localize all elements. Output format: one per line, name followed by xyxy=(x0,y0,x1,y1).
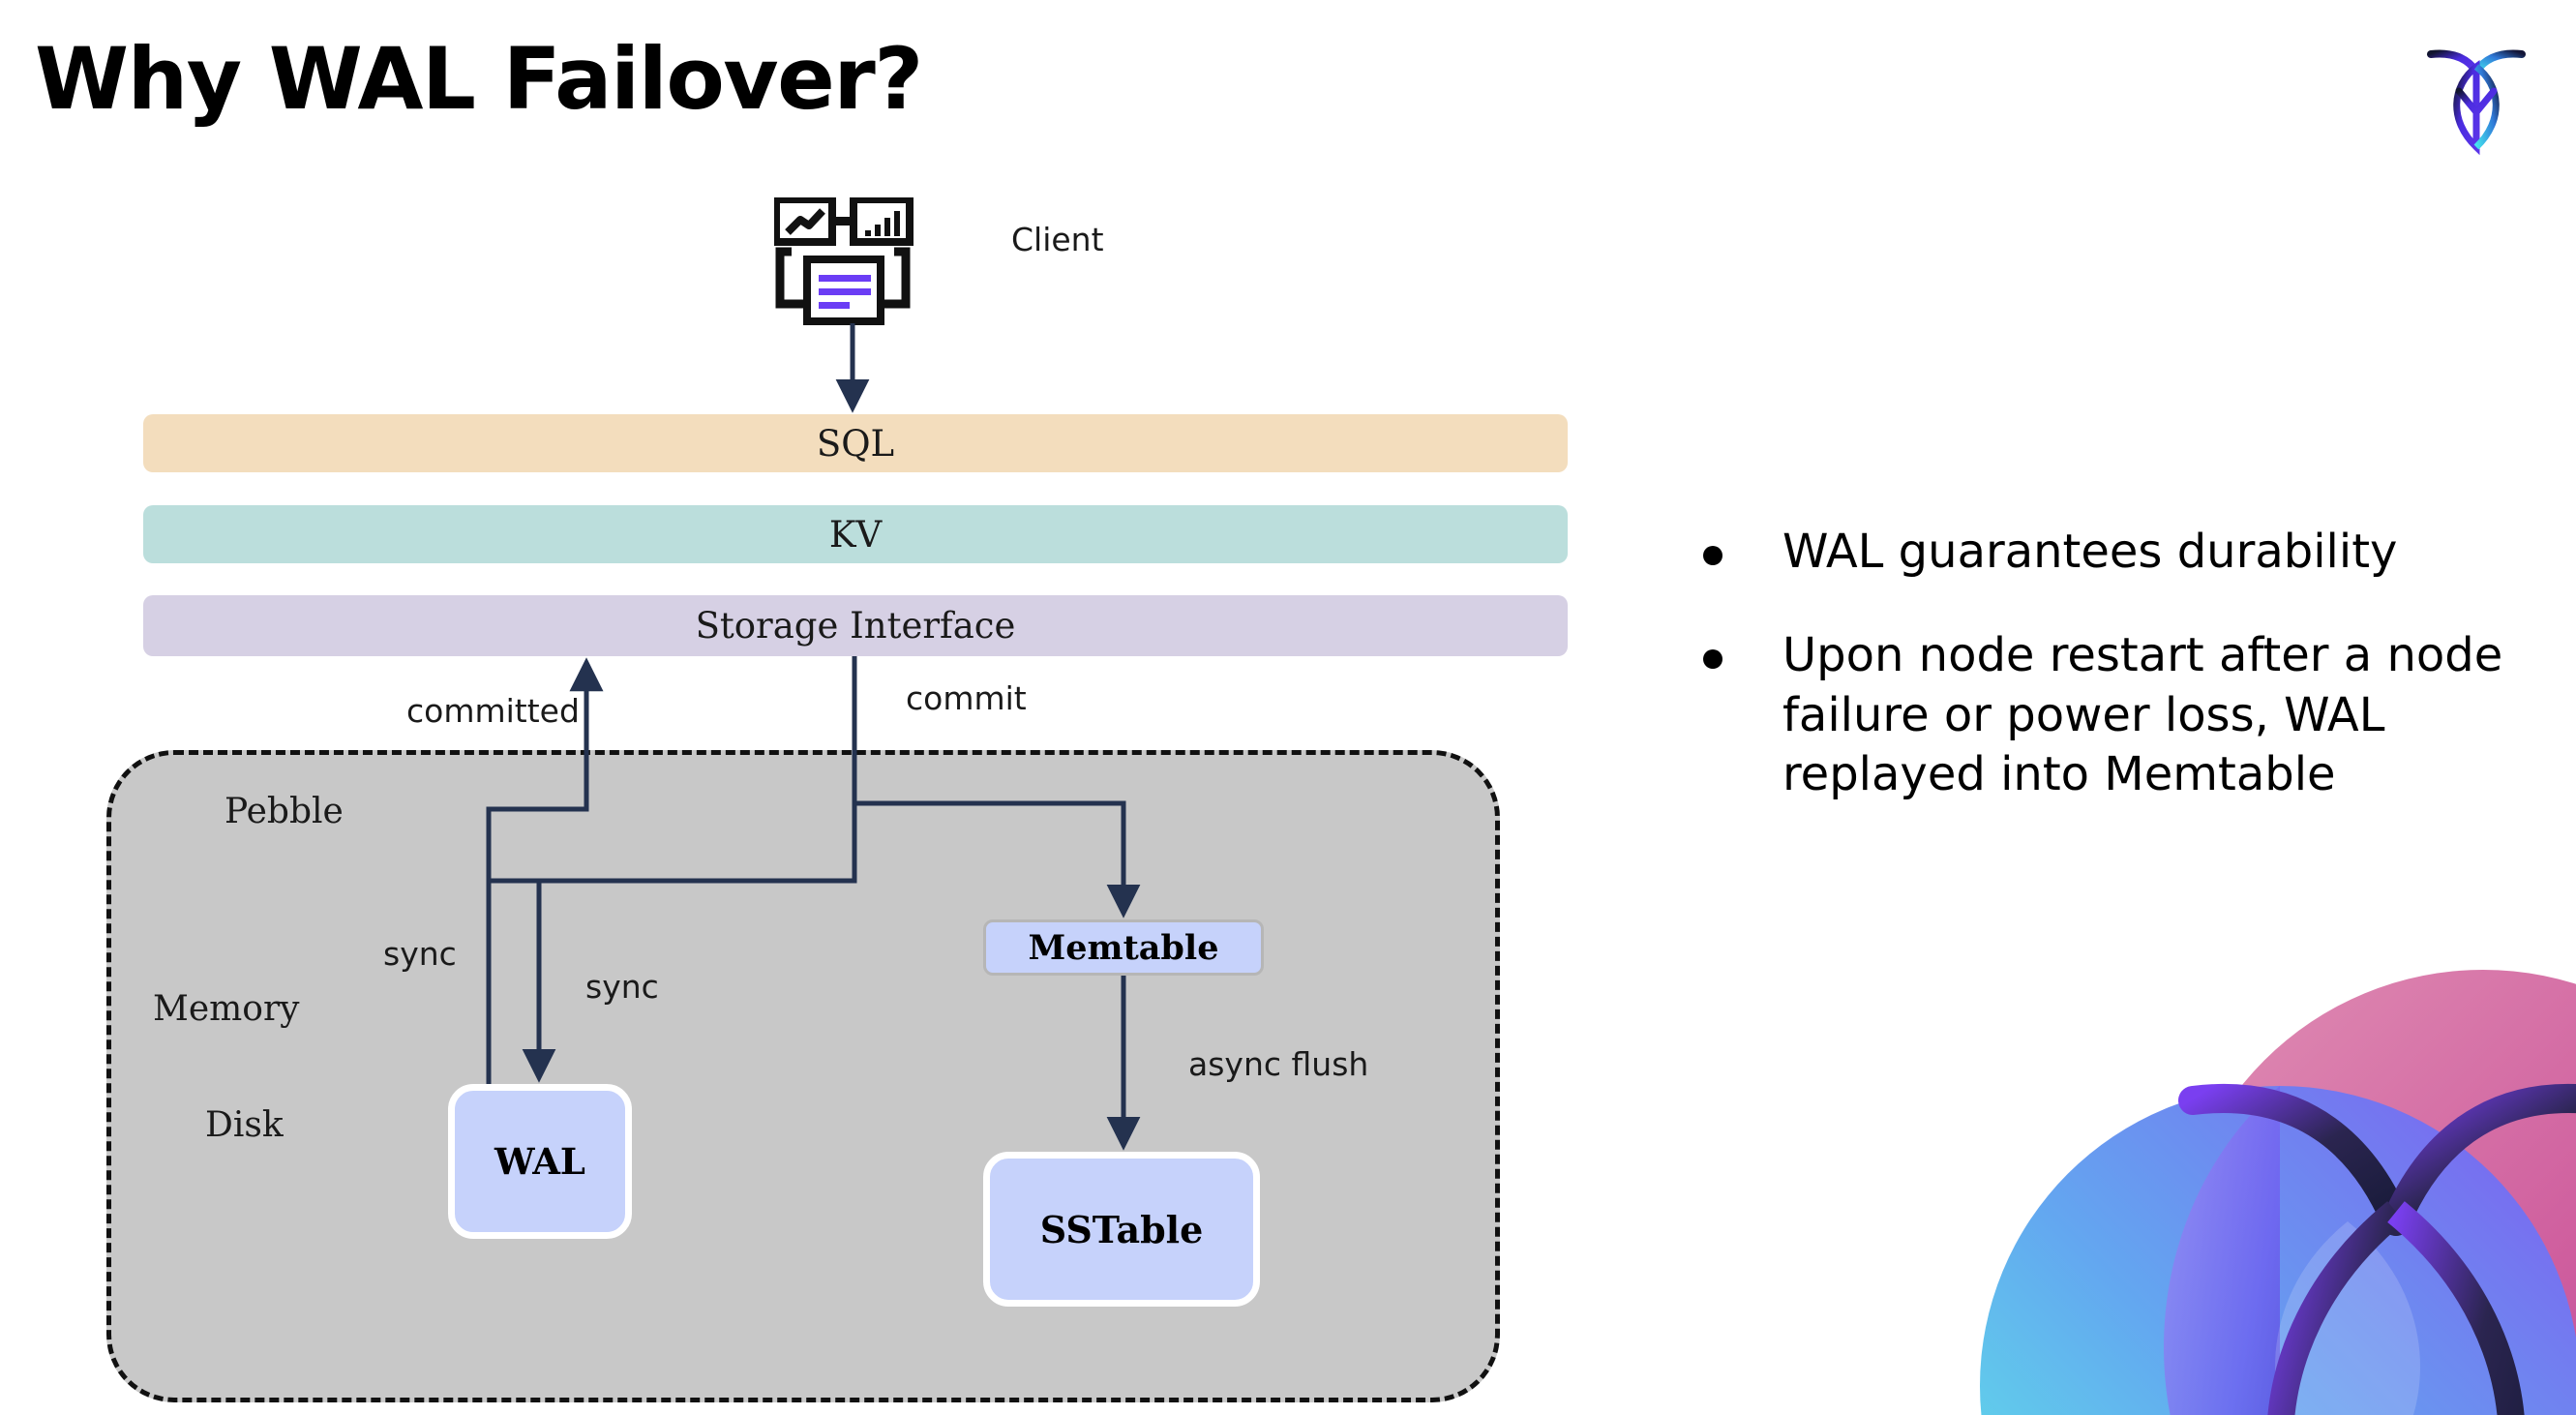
layer-sql-label: SQL xyxy=(816,422,895,465)
list-item: Upon node restart after a node failure o… xyxy=(1703,626,2526,804)
wal-architecture-diagram: Client SQL KV Storage Interface Pebble M… xyxy=(106,196,1568,1402)
node-wal-label: WAL xyxy=(494,1140,585,1183)
page-title: Why WAL Failover? xyxy=(35,29,923,129)
edge-label-sync-left: sync xyxy=(383,935,457,973)
disk-label: Disk xyxy=(205,1105,284,1145)
node-wal: WAL xyxy=(448,1084,632,1239)
decorative-gradient-art xyxy=(1961,931,2576,1415)
bullet-dot-icon xyxy=(1703,649,1722,670)
layer-storage-interface: Storage Interface xyxy=(143,595,1568,656)
layer-kv: KV xyxy=(143,505,1568,563)
client-label: Client xyxy=(1011,221,1104,258)
layer-storage-label: Storage Interface xyxy=(695,605,1016,647)
memory-label: Memory xyxy=(153,989,300,1029)
node-sstable: SSTable xyxy=(983,1152,1260,1307)
bullet-dot-icon xyxy=(1703,546,1722,565)
edge-label-committed: committed xyxy=(406,692,580,730)
client-monitor-icon xyxy=(772,196,929,333)
node-sstable-label: SSTable xyxy=(1039,1207,1204,1251)
layer-sql: SQL xyxy=(143,414,1568,472)
list-item: WAL guarantees durability xyxy=(1703,523,2526,582)
cockroachdb-logo xyxy=(2413,35,2539,159)
edge-label-sync-right: sync xyxy=(585,968,659,1006)
node-memtable-label: Memtable xyxy=(1028,927,1219,968)
edge-label-async-flush: async flush xyxy=(1188,1045,1369,1083)
node-memtable: Memtable xyxy=(983,919,1264,976)
layer-kv-label: KV xyxy=(828,513,883,556)
edge-label-commit: commit xyxy=(906,679,1027,717)
pebble-label: Pebble xyxy=(225,792,344,831)
bullet-list: WAL guarantees durability Upon node rest… xyxy=(1703,523,2526,850)
bullet-text: Upon node restart after a node failure o… xyxy=(1782,628,2503,802)
bullet-text: WAL guarantees durability xyxy=(1782,525,2398,579)
